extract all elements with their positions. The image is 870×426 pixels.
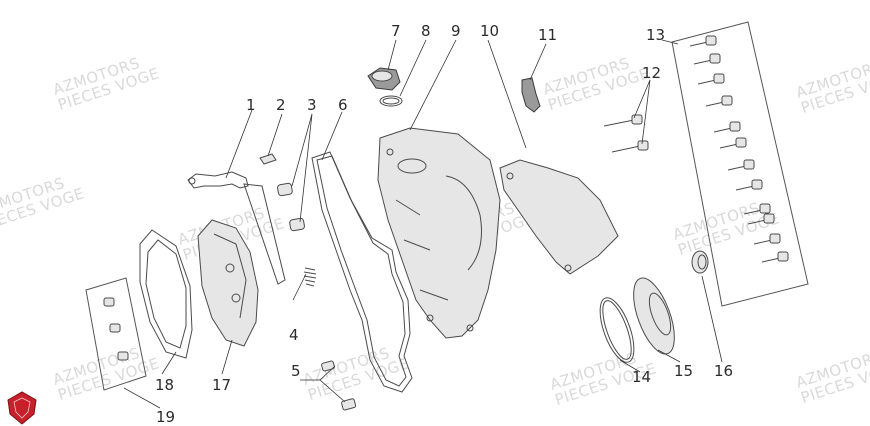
callout-7: 7 xyxy=(391,22,401,40)
part-plate xyxy=(139,229,193,359)
callout-18: 18 xyxy=(155,376,174,394)
shield-logo-icon xyxy=(7,391,37,425)
part-o-ring-large xyxy=(599,297,635,363)
part-shift-shaft xyxy=(187,171,286,285)
part-long-bolts xyxy=(603,114,649,153)
part-sensor xyxy=(521,77,541,113)
callout-15: 15 xyxy=(674,362,693,380)
watermark: AZMOTORS PIECES VOGE xyxy=(301,344,412,404)
part-gasket xyxy=(311,151,413,393)
part-housing xyxy=(197,219,259,347)
callout-14: 14 xyxy=(632,368,651,386)
callout-10: 10 xyxy=(480,22,499,40)
part-o-ring-small xyxy=(379,95,403,107)
part-plug xyxy=(691,250,709,274)
callout-11: 11 xyxy=(538,26,557,44)
part-engine-cover xyxy=(377,127,501,339)
watermark: AZMOTORS PIECES VOGE xyxy=(51,54,162,114)
watermark: AZMOTORS PIECES VOGE xyxy=(794,347,870,407)
callout-16: 16 xyxy=(714,362,733,380)
part-dowel-pins xyxy=(277,182,305,232)
callout-2: 2 xyxy=(276,96,286,114)
callout-19: 19 xyxy=(156,408,175,426)
callout-13: 13 xyxy=(646,26,665,44)
part-screws xyxy=(85,277,147,391)
callout-4: 4 xyxy=(289,326,299,344)
callout-3: 3 xyxy=(307,96,317,114)
part-filler-cap xyxy=(367,67,401,91)
part-pins xyxy=(321,360,357,411)
part-cover-plate xyxy=(499,159,619,275)
callout-5: 5 xyxy=(291,362,301,380)
watermark: AZMOTORS PIECES VOGE xyxy=(0,174,87,234)
callout-8: 8 xyxy=(421,22,431,40)
watermark: AZMOTORS PIECES VOGE xyxy=(541,54,652,114)
callout-1: 1 xyxy=(246,96,256,114)
callout-6: 6 xyxy=(338,96,348,114)
part-inspection-cap xyxy=(633,277,675,355)
leader-lines xyxy=(123,39,723,409)
callout-17: 17 xyxy=(212,376,231,394)
part-spring xyxy=(303,267,317,287)
callout-12: 12 xyxy=(642,64,661,82)
callout-9: 9 xyxy=(451,22,461,40)
callout-labels: 1 2 3 4 5 6 7 8 9 10 11 12 13 14 15 16 1… xyxy=(155,22,733,426)
part-bolt-kit xyxy=(671,21,809,307)
watermark: AZMOTORS PIECES VOGE xyxy=(794,57,870,117)
